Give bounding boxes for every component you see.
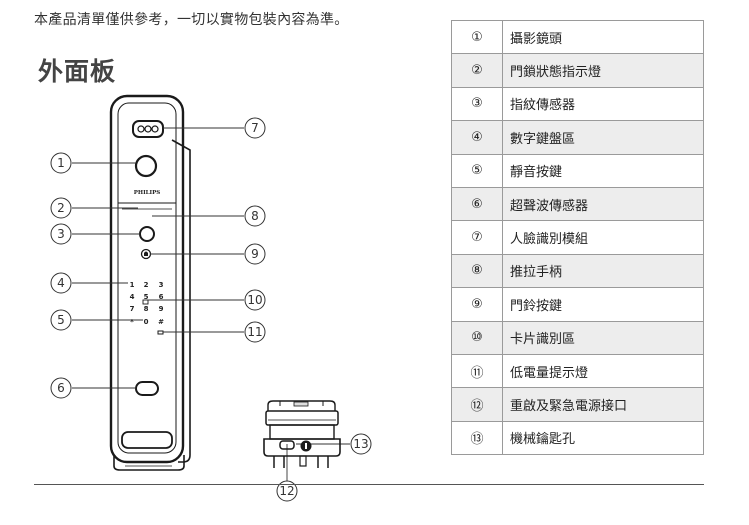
callout-13: 13: [350, 433, 372, 455]
part-number: ②: [451, 53, 503, 88]
part-name: 重啟及緊急電源接口: [502, 387, 704, 422]
svg-text:3: 3: [57, 227, 65, 241]
face-recognition-module: [132, 120, 164, 138]
svg-text:6: 6: [57, 381, 65, 395]
part-name: 靜音按鍵: [502, 153, 704, 188]
svg-text:12: 12: [279, 484, 294, 498]
svg-text:9: 9: [251, 247, 259, 261]
callout-4: 4: [50, 272, 72, 294]
key-hash: #: [158, 318, 164, 326]
fingerprint-sensor: [139, 226, 155, 242]
callout-6: 6: [50, 377, 72, 399]
part-number: ⑬: [451, 420, 503, 456]
svg-text:13: 13: [353, 437, 368, 451]
part-name: 機械鑰匙孔: [502, 420, 704, 456]
part-number: ⑫: [451, 387, 503, 422]
key-cylinder-module: [263, 400, 341, 468]
callout-5: 5: [50, 309, 72, 331]
part-number: ③: [451, 86, 503, 122]
callout-10: 10: [244, 289, 266, 311]
part-name: 推拉手柄: [502, 253, 704, 289]
part-name: 門鈴按鍵: [502, 287, 704, 322]
part-number: ⑪: [451, 353, 503, 389]
part-number: ⑥: [451, 186, 503, 222]
low-battery-indicator: [157, 330, 164, 335]
svg-text:4: 4: [57, 276, 65, 290]
doorbell-button: [140, 248, 152, 260]
key-8: 8: [144, 305, 149, 313]
disclaimer-note: 本產品清單僅供參考，一切以實物包裝內容為準。: [34, 12, 349, 28]
lock-front-panel: [109, 94, 191, 471]
part-number: ⑨: [451, 287, 503, 322]
key-7: 7: [130, 305, 135, 313]
camera-lens: [134, 154, 158, 178]
emergency-power-port: [279, 440, 295, 450]
section-title: 外面板: [38, 57, 117, 86]
key-1: 1: [130, 281, 135, 289]
callout-11: 11: [244, 321, 266, 343]
key-5: 5: [144, 293, 149, 301]
part-name: 人臉識別模組: [502, 220, 704, 255]
key-2: 2: [144, 281, 149, 289]
part-name: 指紋傳感器: [502, 86, 704, 122]
callout-12: 12: [276, 480, 298, 502]
svg-text:10: 10: [247, 293, 262, 307]
key-4: 4: [130, 293, 135, 301]
card-reader-icon: [142, 299, 149, 305]
part-name: 數字鍵盤區: [502, 120, 704, 155]
part-name: 攝影鏡頭: [502, 19, 704, 55]
callout-leaders: [72, 127, 350, 484]
svg-text:5: 5: [57, 313, 65, 327]
svg-text:1: 1: [57, 156, 65, 170]
svg-text:2: 2: [57, 201, 65, 215]
part-name: 低電量提示燈: [502, 353, 704, 389]
number-keypad: 1 2 3 4 5 6 7 8 9 * 0 #: [130, 281, 165, 326]
svg-text:11: 11: [247, 325, 262, 339]
key-6: 6: [159, 293, 164, 301]
bottom-divider: [34, 484, 704, 485]
callout-2: 2: [50, 197, 72, 219]
key-0: 0: [144, 318, 149, 326]
key-star: *: [130, 318, 134, 326]
part-number: ⑤: [451, 153, 503, 188]
ultrasonic-sensor: [135, 381, 159, 396]
part-number: ⑩: [451, 320, 503, 355]
part-number: ④: [451, 120, 503, 155]
part-number: ⑦: [451, 220, 503, 255]
part-name: 門鎖狀態指示燈: [502, 53, 704, 88]
key-3: 3: [159, 281, 164, 289]
callout-7: 7: [244, 117, 266, 139]
callout-3: 3: [50, 223, 72, 245]
brand-logo-text: PHILIPS: [134, 190, 160, 196]
key-9: 9: [159, 305, 164, 313]
callout-8: 8: [244, 205, 266, 227]
part-name: 超聲波傳感器: [502, 186, 704, 222]
svg-text:8: 8: [251, 209, 259, 223]
part-name: 卡片識別區: [502, 320, 704, 355]
part-number: ①: [451, 19, 503, 55]
part-number: ⑧: [451, 253, 503, 289]
svg-text:7: 7: [251, 121, 259, 135]
callout-1: 1: [50, 152, 72, 174]
callout-9: 9: [244, 243, 266, 265]
